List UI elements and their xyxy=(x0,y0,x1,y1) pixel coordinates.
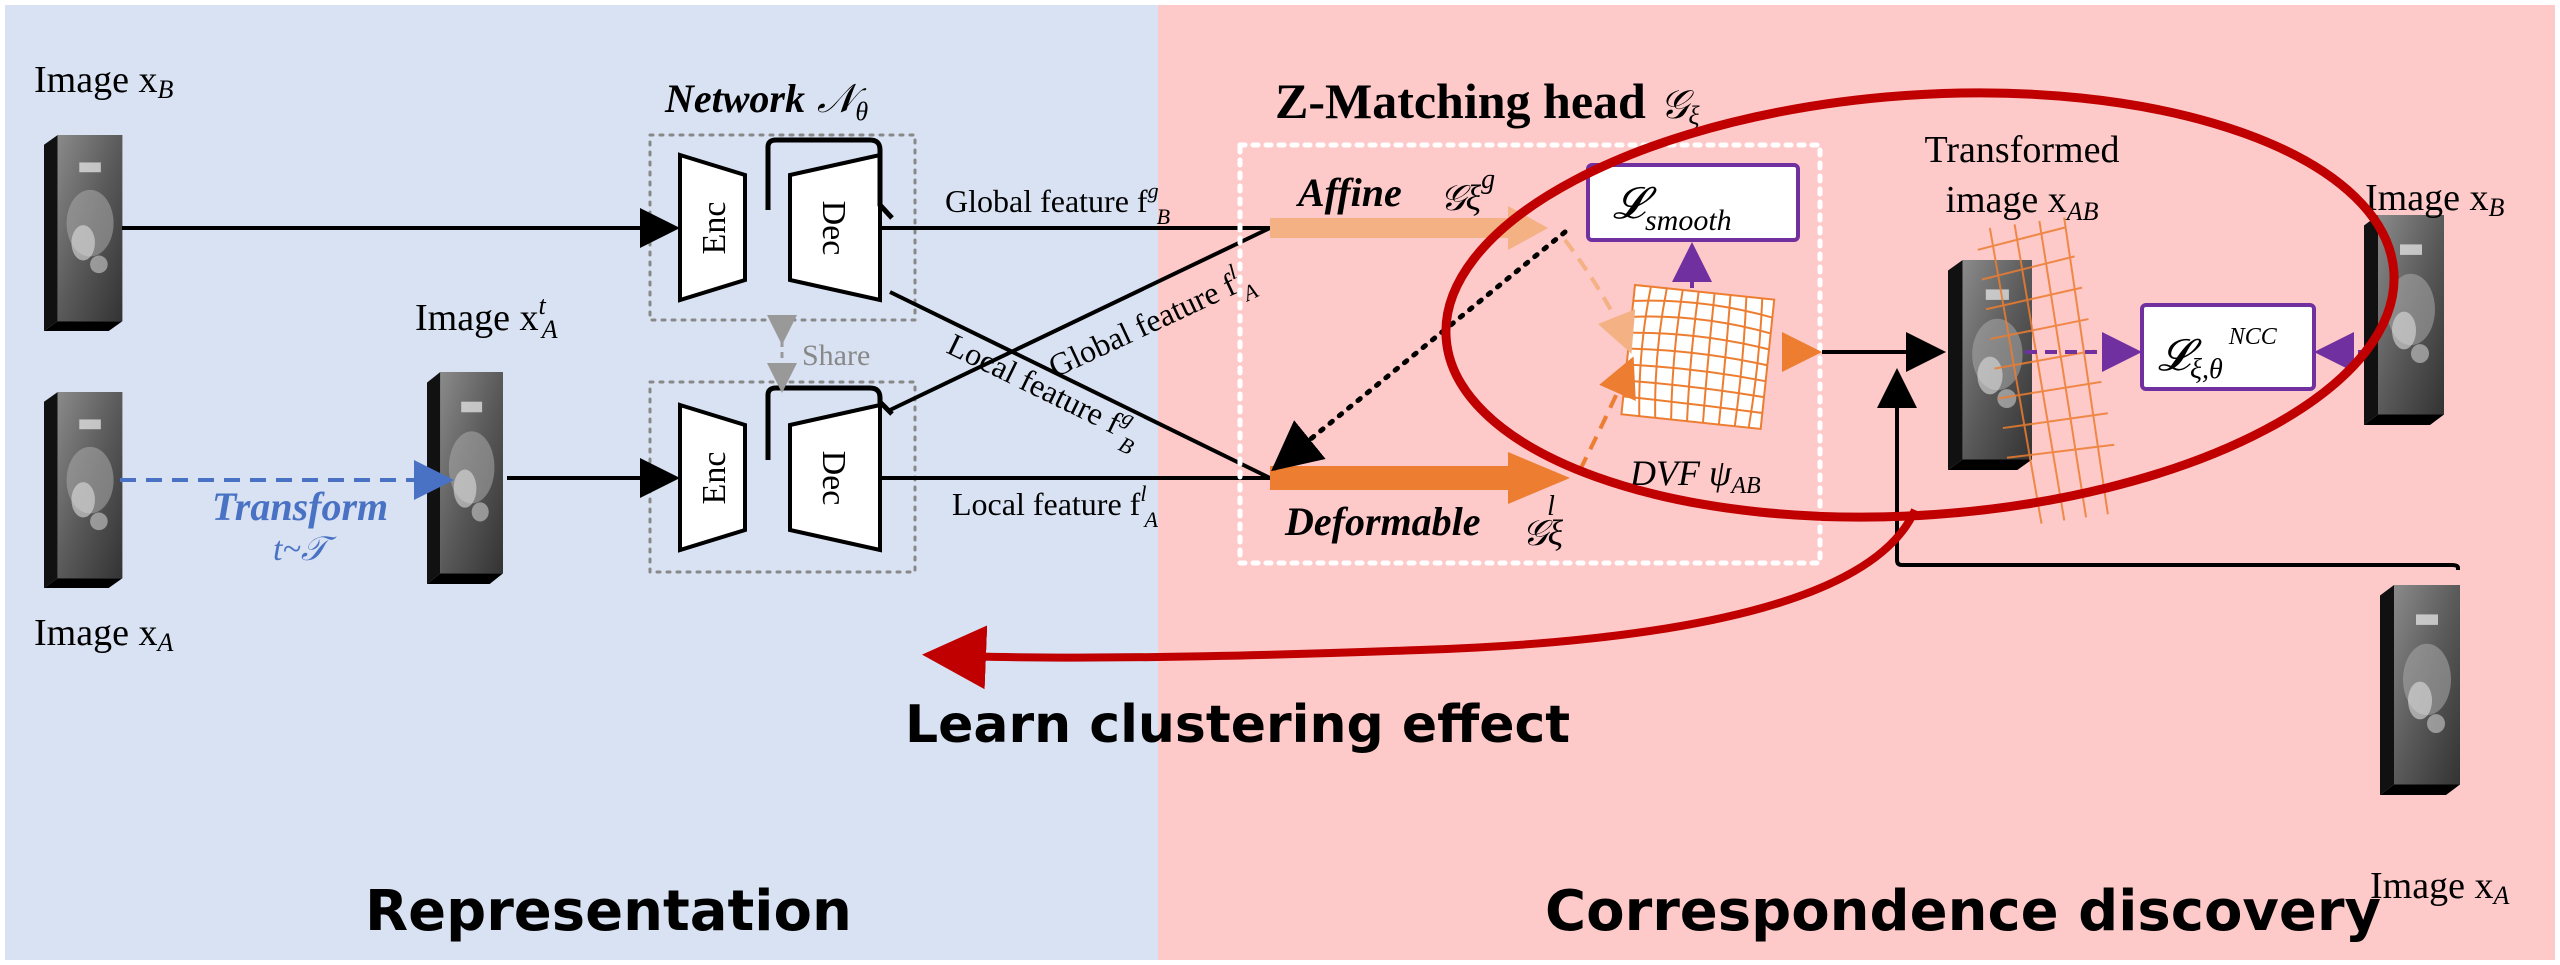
affine-symbol: 𝒢ξg xyxy=(1440,164,1495,218)
affine-to-dvf-dashed xyxy=(1563,238,1636,354)
skip-connection-top xyxy=(765,137,894,220)
scan-image-xb-right xyxy=(2364,215,2444,425)
head-box xyxy=(1237,142,1823,566)
transformed-label-line1: Transformed xyxy=(1925,129,2120,171)
encoder-bottom xyxy=(678,402,747,553)
representation-panel xyxy=(0,0,1158,965)
decoder-bottom xyxy=(788,402,882,553)
panel-title-correspondence: Correspondence discovery xyxy=(1545,879,2381,944)
clustering-arrow xyxy=(922,508,1919,690)
deformable-arrow xyxy=(1270,452,1570,504)
label-image-xb-left: Image xB xyxy=(34,59,173,104)
encoder-top-label: Enc xyxy=(696,202,733,255)
transform-label: Transform xyxy=(212,484,388,529)
loss-smooth-box xyxy=(1586,163,1800,242)
highlight-ellipse xyxy=(1441,88,2399,522)
decoder-top xyxy=(788,152,882,303)
local-feature-b-line xyxy=(889,290,1271,480)
encoder-top xyxy=(678,152,747,303)
deformable-label: Deformable xyxy=(1284,499,1481,544)
xa-to-warp-arrow xyxy=(1877,368,2460,570)
affine-to-deformable-dotted xyxy=(1271,229,1568,472)
affine-arrow xyxy=(1270,206,1548,250)
dvf-grid xyxy=(1620,283,1776,431)
transform-sublabel: t~𝒯 xyxy=(273,531,337,568)
scan-image-xa-right xyxy=(2380,585,2460,795)
affine-label: Affine xyxy=(1295,170,1402,215)
label-image-xa-left: Image xA xyxy=(34,612,173,657)
decoder-bottom-label: Dec xyxy=(815,451,852,506)
dvf-label: DVF ψAB xyxy=(1629,453,1761,499)
scan-image-xa-left xyxy=(44,392,123,588)
global-feature-a-line xyxy=(889,226,1271,412)
scan-transformed xyxy=(1948,217,2115,524)
deformable-symbol: 𝒢ξl xyxy=(1522,491,1564,553)
scan-image-xb-left xyxy=(44,135,123,331)
label-image-xa-right: Image xA xyxy=(2370,865,2509,910)
encoder-bottom-label: Enc xyxy=(696,452,733,505)
panel-title-representation: Representation xyxy=(365,879,852,944)
transformed-label-line2: image xAB xyxy=(1945,179,2098,226)
decoder-top-label: Dec xyxy=(815,201,852,256)
clustering-label: Learn clustering effect xyxy=(905,695,1570,755)
share-label: Share xyxy=(802,339,870,372)
label-image-xb-right: Image xB xyxy=(2365,177,2504,222)
